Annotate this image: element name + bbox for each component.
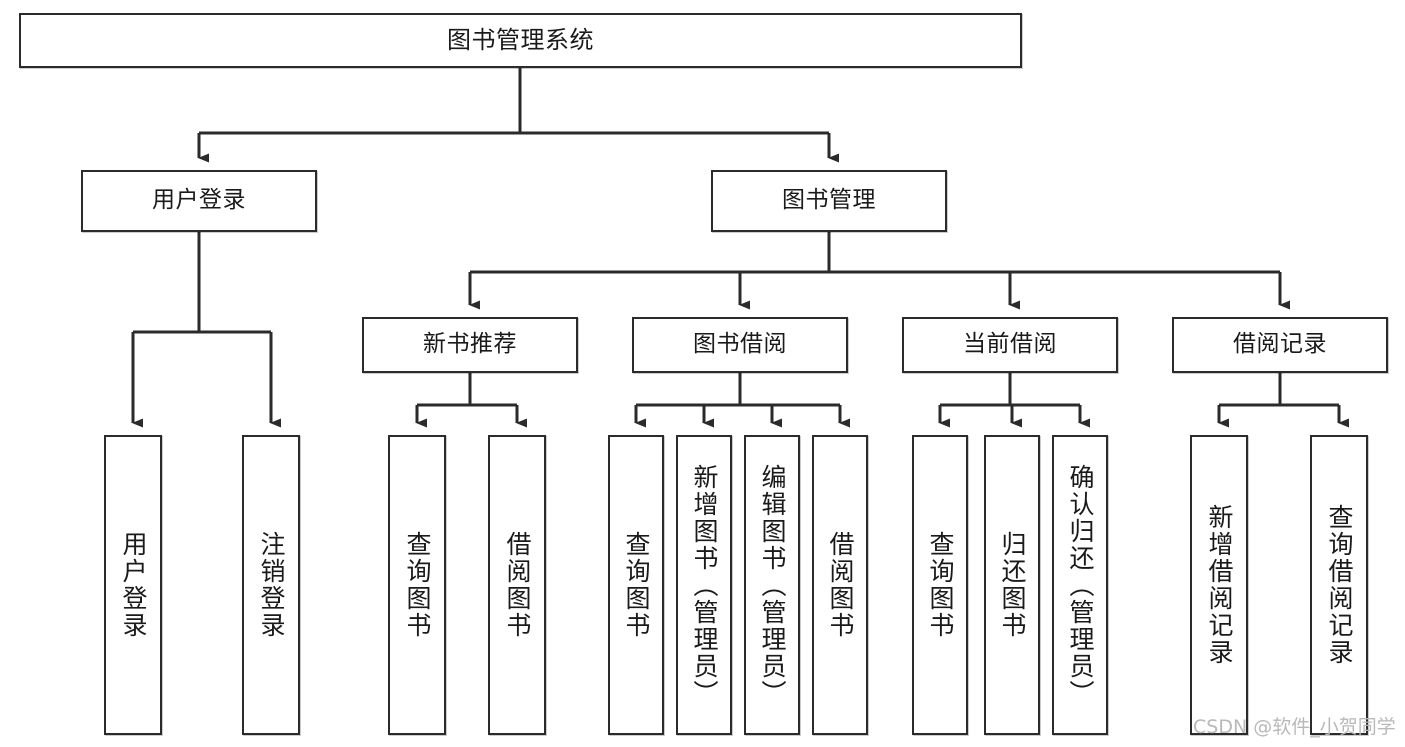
diagram-node-label: 新增借阅记录 — [1205, 504, 1234, 666]
watermark-label: CSDN @软件_小贺同学 — [1193, 716, 1396, 738]
diagram-node-label: 用户登录 — [152, 187, 246, 214]
diagram-node-label: 图书借阅 — [693, 331, 787, 358]
diagram-node-label: 新增图书（管理员） — [690, 463, 719, 707]
connector-lines — [131, 68, 1349, 428]
diagram-node[interactable]: 注销登录 — [242, 435, 300, 735]
diagram-node-label: 查询图书 — [622, 531, 651, 639]
diagram-node[interactable]: 图书管理系统 — [19, 13, 1022, 68]
diagram-node[interactable]: 新增借阅记录 — [1190, 435, 1248, 735]
diagram-node-label: 注销登录 — [257, 531, 286, 639]
diagram-node[interactable]: 查询图书 — [388, 435, 446, 735]
diagram-node[interactable]: 查询借阅记录 — [1310, 435, 1368, 735]
diagram-node[interactable]: 新书推荐 — [362, 317, 578, 373]
diagram-node[interactable]: 查询图书 — [608, 435, 664, 735]
diagram-node[interactable]: 当前借阅 — [902, 317, 1118, 373]
diagram-node-label: 确认归还（管理员） — [1066, 463, 1095, 707]
diagram-node-label: 查询借阅记录 — [1325, 504, 1354, 666]
diagram-node[interactable]: 用户登录 — [104, 435, 162, 735]
diagram-node-label: 新书推荐 — [423, 331, 517, 358]
diagram-node[interactable]: 编辑图书（管理员） — [744, 435, 800, 735]
diagram-node-label: 图书管理 — [782, 187, 876, 214]
diagram-node[interactable]: 借阅图书 — [488, 435, 546, 735]
diagram-node[interactable]: 借阅图书 — [812, 435, 868, 735]
diagram-node[interactable]: 用户登录 — [81, 170, 317, 232]
diagram-node-label: 查询图书 — [403, 531, 432, 639]
diagram-node[interactable]: 确认归还（管理员） — [1052, 435, 1108, 735]
diagram-node-label: 借阅记录 — [1233, 331, 1327, 358]
diagram-node-label: 借阅图书 — [826, 531, 855, 639]
diagram-node-label: 借阅图书 — [503, 531, 532, 639]
diagram-node-label: 当前借阅 — [963, 331, 1057, 358]
diagram-node[interactable]: 查询图书 — [912, 435, 968, 735]
diagram-node-label: 用户登录 — [119, 531, 148, 639]
diagram-node-label: 查询图书 — [926, 531, 955, 639]
diagram-node[interactable]: 归还图书 — [984, 435, 1040, 735]
diagram-node[interactable]: 图书管理 — [711, 170, 947, 232]
diagram-node-label: 归还图书 — [998, 531, 1027, 639]
diagram-node[interactable]: 新增图书（管理员） — [676, 435, 732, 735]
diagram-node[interactable]: 借阅记录 — [1172, 317, 1388, 373]
diagram-node[interactable]: 图书借阅 — [632, 317, 848, 373]
diagram-node-label: 编辑图书（管理员） — [758, 463, 787, 707]
diagram-node-label: 图书管理系统 — [447, 26, 594, 55]
